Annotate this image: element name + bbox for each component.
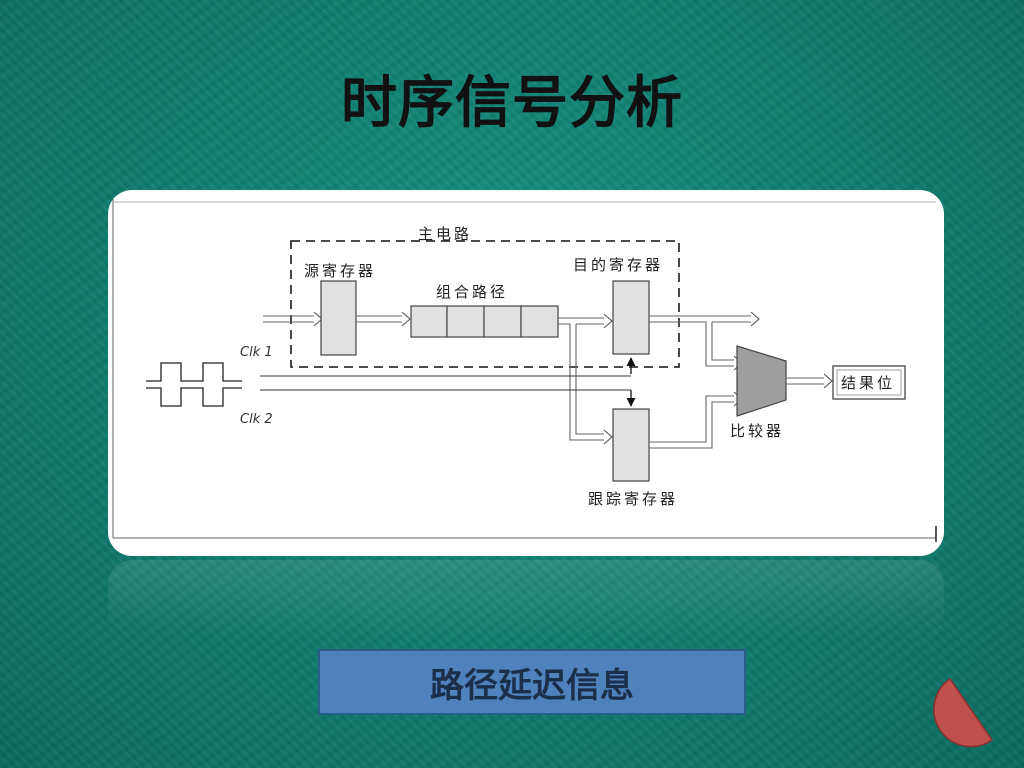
comb-block-3 — [483, 305, 522, 338]
comparator-block — [736, 345, 787, 417]
clk1-label: Clk 1 — [240, 345, 273, 360]
comp-to-result-bus — [786, 377, 826, 385]
dest-out-arrowhead — [750, 311, 760, 327]
clk1-waveform — [146, 362, 242, 382]
comparator-label: 比较器 — [730, 422, 784, 440]
destination-register-block — [612, 280, 650, 355]
pie-wedge-icon — [933, 677, 994, 748]
comb-block-2 — [446, 305, 485, 338]
tracking-register-block — [612, 408, 650, 482]
source-register-block — [320, 280, 357, 356]
comb-output-bus — [558, 317, 606, 441]
dest-output-bus — [649, 315, 753, 367]
src-to-comb-bus — [356, 315, 404, 323]
diagram-card: 主电路 源寄存器 组合路径 目的寄存器 跟踪寄存器 — [108, 190, 944, 556]
src-to-comb-arrowhead — [401, 311, 411, 327]
comb-to-track-arrowhead — [603, 429, 613, 445]
destination-register-label: 目的寄存器 — [573, 256, 663, 274]
decorative-corner-shape — [933, 677, 994, 748]
tracking-register-label: 跟踪寄存器 — [588, 490, 678, 508]
result-bit-block — [832, 365, 906, 400]
main-circuit-label: 主电路 — [418, 225, 472, 243]
clk2-label: Clk 2 — [240, 412, 273, 427]
combinational-path-blocks — [410, 305, 559, 338]
path-delay-info-button[interactable]: 路径延迟信息 — [318, 649, 746, 715]
result-bit-inner-border — [836, 369, 902, 396]
comb-to-dest-arrowhead — [603, 313, 613, 329]
input-bus — [263, 315, 316, 323]
combinational-path-label: 组合路径 — [436, 283, 508, 301]
main-circuit-boundary — [290, 240, 680, 368]
clk2-waveform — [146, 387, 242, 407]
slide-title: 时序信号分析 — [341, 71, 683, 136]
timing-diagram: 主电路 源寄存器 组合路径 目的寄存器 跟踪寄存器 — [112, 198, 937, 542]
track-output-bus — [649, 395, 736, 449]
comb-block-1 — [410, 305, 448, 338]
card-reflection — [108, 560, 944, 640]
comb-block-4 — [520, 305, 559, 338]
result-bit-label: 结果位 — [841, 374, 895, 392]
comp-to-result-arrowhead — [823, 373, 833, 389]
source-register-label: 源寄存器 — [304, 262, 376, 280]
